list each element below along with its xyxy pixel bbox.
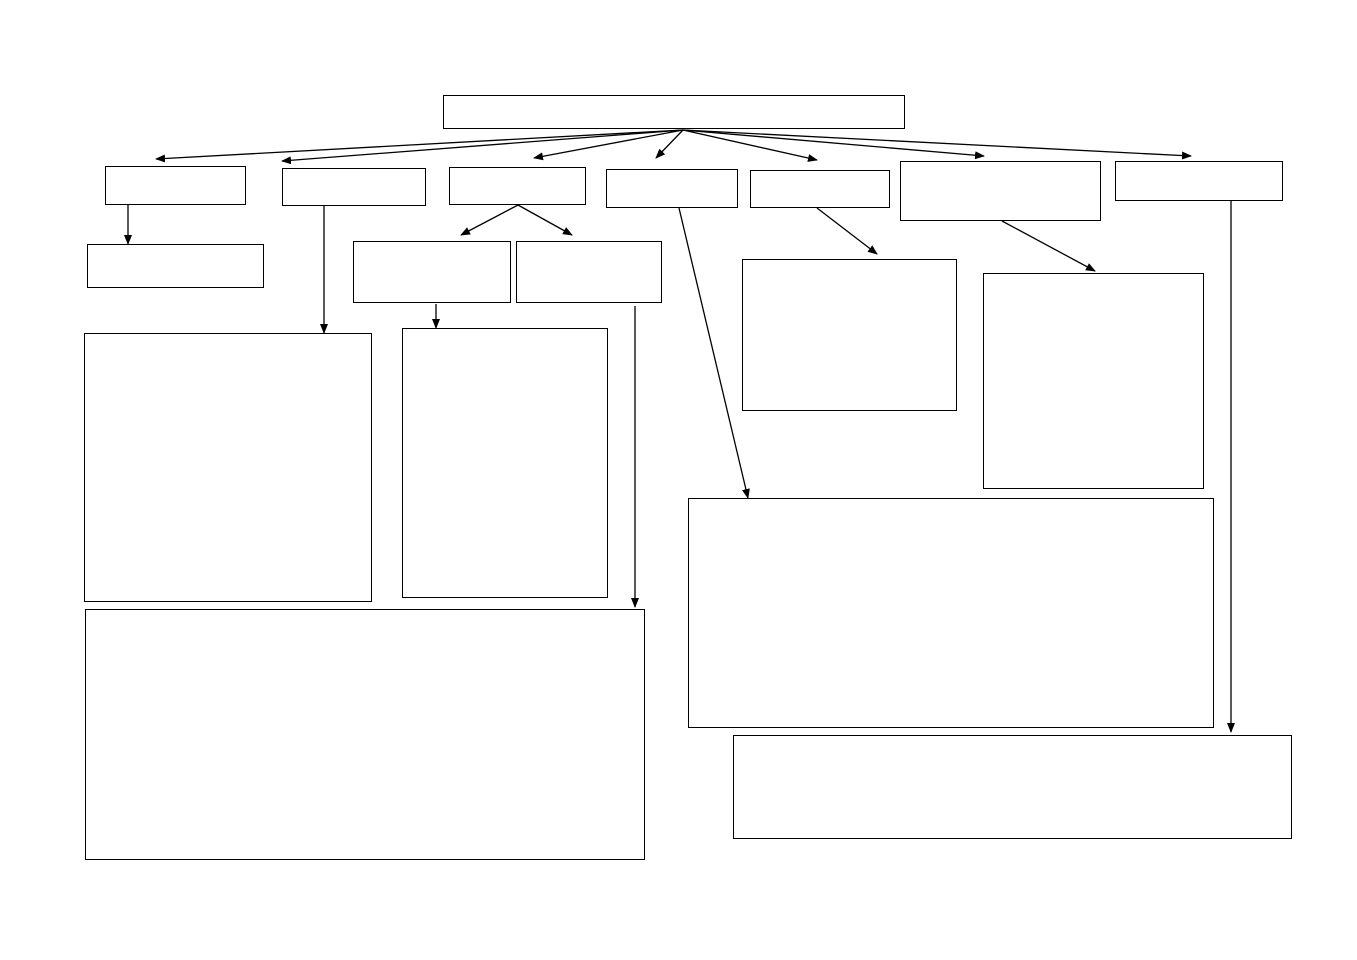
- connector-arrow: [682, 129, 985, 160]
- connector-arrow: [682, 129, 1192, 160]
- child-node-7: [1115, 161, 1283, 201]
- mid-tall-node: [402, 328, 608, 598]
- connector-arrow: [517, 204, 573, 236]
- child-node-2: [282, 168, 426, 206]
- connector-arrow: [682, 129, 818, 162]
- connector-arrow: [460, 204, 519, 236]
- connector-arrow: [281, 129, 684, 165]
- grandchild-node-3b: [516, 241, 662, 303]
- child-node-1: [105, 166, 246, 205]
- root-node: [443, 95, 905, 129]
- bottom-left-node: [85, 609, 645, 860]
- grandchild-node-1a: [87, 244, 264, 288]
- grandchild-node-3a: [353, 241, 511, 303]
- child-node-4: [606, 169, 738, 208]
- bottom-right-node: [733, 735, 1292, 839]
- child-node-3: [449, 167, 586, 205]
- big-right-node: [688, 498, 1214, 728]
- connector-arrow: [533, 129, 684, 161]
- connector-arrow: [655, 129, 684, 159]
- child-node-6: [900, 161, 1101, 221]
- grandchild-node-5a: [742, 259, 957, 411]
- connector-arrow: [155, 129, 684, 163]
- child-node-5: [750, 170, 890, 208]
- grandchild-node-6a: [983, 273, 1204, 489]
- big-left-node: [84, 333, 372, 602]
- connector-arrow: [1001, 220, 1096, 272]
- connector-arrow: [816, 207, 878, 255]
- connector-arrow: [678, 207, 750, 499]
